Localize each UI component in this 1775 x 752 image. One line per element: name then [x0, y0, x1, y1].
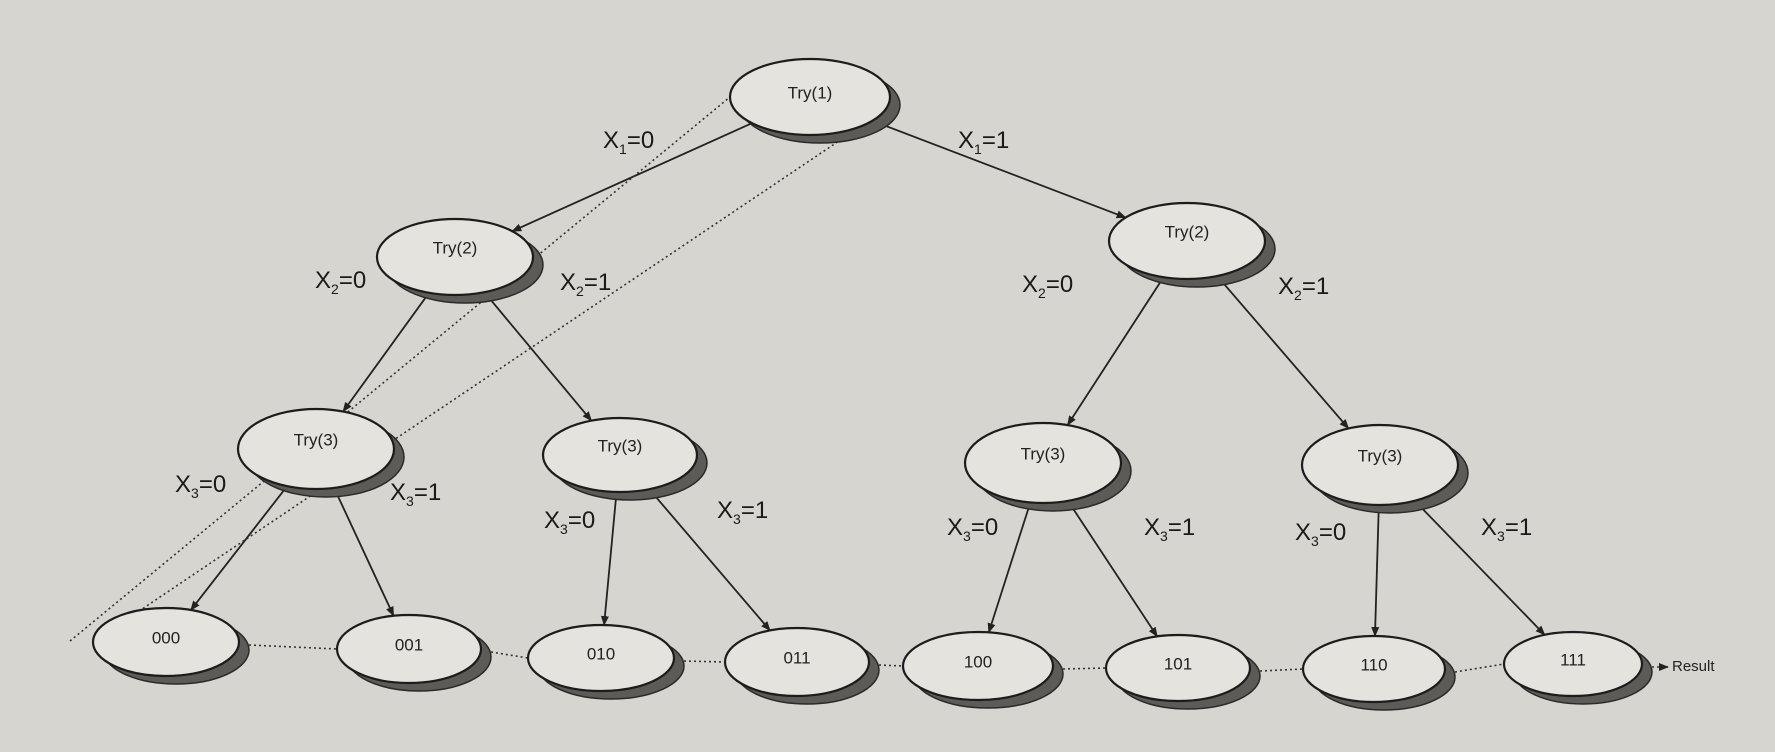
- node-r010: 010: [526, 623, 685, 700]
- node-label: 101: [1164, 654, 1192, 673]
- result-dotted-link: [1062, 667, 1107, 670]
- node-l2b: Try(2): [1107, 201, 1276, 288]
- result-dotted-link: [683, 660, 726, 663]
- node-label: 010: [587, 644, 615, 663]
- node-label: 011: [783, 648, 810, 667]
- edge-l3a-r000: [190, 485, 288, 611]
- edge-l3b-r010: [600, 491, 618, 627]
- edge-label-l3a-r000: X3=0: [175, 471, 226, 501]
- node-l2a: Try(2): [375, 217, 544, 304]
- node-label: Try(3): [1021, 444, 1066, 463]
- node-l3a: Try(3): [236, 407, 405, 498]
- node-ellipse: [723, 626, 871, 698]
- edge-label-l3d-r111: X3=1: [1481, 514, 1532, 544]
- node-label: 111: [1560, 650, 1586, 669]
- node-r101: 101: [1104, 633, 1261, 710]
- edge-root-l2a: [511, 122, 753, 233]
- node-label: Try(2): [433, 238, 478, 257]
- edge-l3c-r100: [987, 502, 1032, 634]
- edge-label-l3b-r011: X3=1: [717, 497, 768, 527]
- node-r001: 001: [335, 613, 492, 692]
- node-ellipse: [728, 57, 892, 137]
- edge-l3a-r001: [333, 487, 395, 617]
- node-label: 001: [395, 635, 423, 654]
- node-label: Try(3): [1358, 446, 1403, 465]
- node-ellipse: [1502, 630, 1644, 698]
- node-ellipse: [541, 416, 699, 494]
- node-r100: 100: [901, 630, 1064, 709]
- edge-l2b-l3c: [1066, 276, 1165, 426]
- node-label: Try(3): [598, 436, 643, 455]
- edge-label-l2b-l3c: X2=0: [1022, 271, 1073, 301]
- node-label: 110: [1360, 655, 1387, 674]
- node-r110: 110: [1301, 634, 1456, 711]
- node-label: Try(2): [1165, 222, 1210, 241]
- node-l3d: Try(3): [1300, 423, 1469, 514]
- node-label: Try(1): [788, 83, 833, 102]
- edge-label-l3c-r101: X3=1: [1144, 514, 1195, 544]
- edge-label-l2a-l3a: X2=0: [315, 267, 366, 297]
- node-ellipse: [1300, 423, 1460, 507]
- edge-root-l2b: [872, 119, 1127, 219]
- node-ellipse: [375, 217, 535, 297]
- result-dotted-link: [490, 651, 529, 659]
- node-r011: 011: [723, 626, 880, 705]
- edge-label-l2a-l3b: X2=1: [560, 269, 611, 299]
- node-ellipse: [1104, 633, 1252, 703]
- edge-label-l3b-r010: X3=0: [544, 507, 595, 537]
- node-ellipse: [901, 630, 1055, 702]
- result-dotted-link: [1454, 663, 1505, 673]
- edge-label-l3d-r110: X3=0: [1295, 519, 1346, 549]
- edge-l2a-l3a: [342, 292, 430, 413]
- node-ellipse: [526, 623, 676, 693]
- node-ellipse: [335, 613, 483, 685]
- result-dotted-link: [878, 664, 904, 667]
- node-ellipse: [91, 606, 241, 678]
- node-l3c: Try(3): [963, 421, 1132, 512]
- edge-l3d-r110: [1371, 504, 1380, 638]
- node-label: 100: [964, 652, 992, 671]
- result-dotted-link: [92, 99, 901, 643]
- edge-l3d-r111: [1414, 500, 1546, 636]
- node-r000: 000: [91, 606, 250, 685]
- edge-label-root-l2b: X1=1: [958, 127, 1009, 157]
- node-root: Try(1): [728, 57, 901, 144]
- edge-l2a-l3b: [483, 291, 593, 422]
- node-r111: 111: [1502, 630, 1653, 705]
- node-l3b: Try(3): [541, 416, 708, 501]
- node-ellipse: [1107, 201, 1267, 281]
- node-ellipse: [1301, 634, 1447, 704]
- result-dotted-link: [248, 644, 338, 650]
- edge-l3b-r011: [648, 488, 771, 632]
- edge-l2b-l3d: [1216, 275, 1350, 430]
- node-ellipse: [236, 407, 396, 491]
- result-dotted-link: [1259, 668, 1304, 672]
- node-ellipse: [963, 421, 1123, 505]
- edge-l3c-r101: [1067, 500, 1158, 638]
- node-label: Try(3): [294, 430, 339, 449]
- edge-label-l2b-l3d: X2=1: [1278, 273, 1329, 303]
- node-label: 000: [152, 628, 180, 647]
- edge-label-l3a-r001: X3=1: [390, 479, 441, 509]
- result-label: Result: [1672, 658, 1715, 675]
- edge-label-l3c-r100: X3=0: [947, 514, 998, 544]
- edge-label-root-l2a: X1=0: [603, 127, 654, 157]
